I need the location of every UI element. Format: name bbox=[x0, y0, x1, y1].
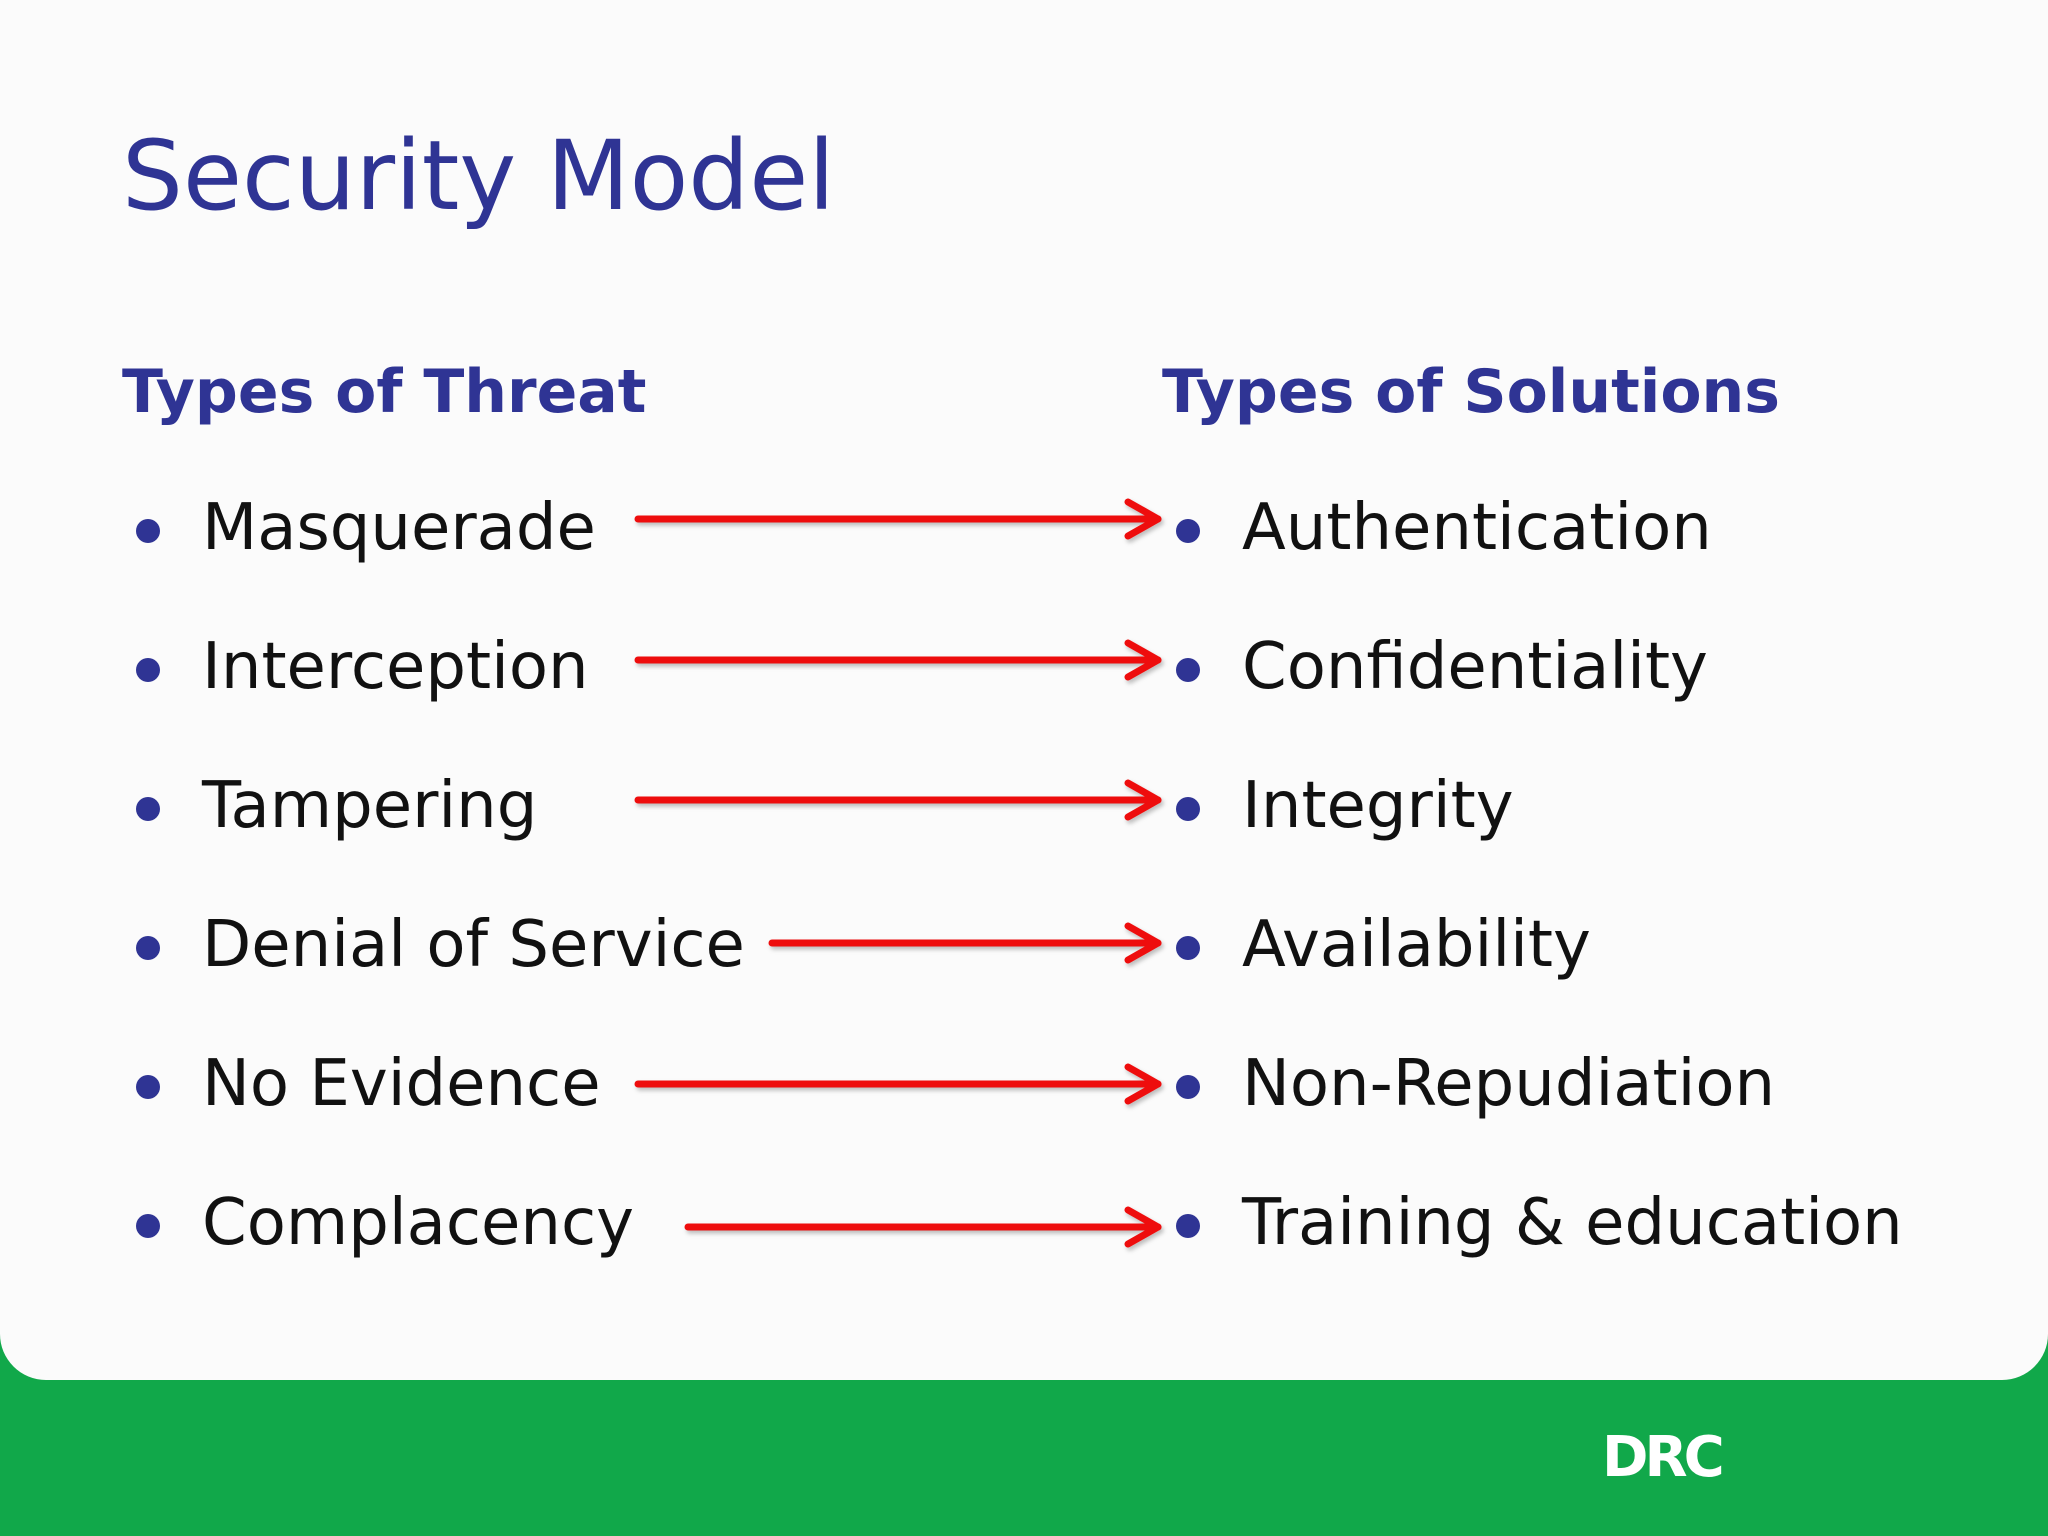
bullet-icon bbox=[136, 519, 160, 543]
threat-label: Tampering bbox=[202, 769, 538, 843]
threat-label: No Evidence bbox=[202, 1047, 601, 1121]
slide-title: Security Model bbox=[122, 120, 835, 232]
solution-label: Authentication bbox=[1242, 491, 1712, 565]
bullet-icon bbox=[136, 658, 160, 682]
bullet-icon bbox=[136, 1214, 160, 1238]
bullet-icon bbox=[1176, 1214, 1200, 1238]
threats-heading: Types of Threat bbox=[122, 357, 647, 427]
threat-label: Interception bbox=[202, 630, 589, 704]
solution-label: Integrity bbox=[1242, 769, 1514, 843]
solution-label: Training & education bbox=[1242, 1186, 1903, 1260]
bullet-icon bbox=[1176, 797, 1200, 821]
bullet-icon bbox=[136, 936, 160, 960]
solution-label: Availability bbox=[1242, 908, 1591, 982]
threat-label: Denial of Service bbox=[202, 908, 745, 982]
bullet-icon bbox=[136, 1075, 160, 1099]
solutions-heading: Types of Solutions bbox=[1162, 357, 1780, 427]
bullet-icon bbox=[1176, 519, 1200, 543]
drc-logo: DRC bbox=[1602, 1425, 1725, 1490]
bullet-icon bbox=[1176, 1075, 1200, 1099]
solution-label: Confidentiality bbox=[1242, 630, 1708, 704]
bullet-icon bbox=[1176, 936, 1200, 960]
bullet-icon bbox=[1176, 658, 1200, 682]
content-panel: Security Model Types of Threat Types of … bbox=[0, 0, 2048, 1380]
threat-label: Complacency bbox=[202, 1186, 634, 1260]
threat-label: Masquerade bbox=[202, 491, 596, 565]
bullet-icon bbox=[136, 797, 160, 821]
solution-label: Non-Repudiation bbox=[1242, 1047, 1776, 1121]
